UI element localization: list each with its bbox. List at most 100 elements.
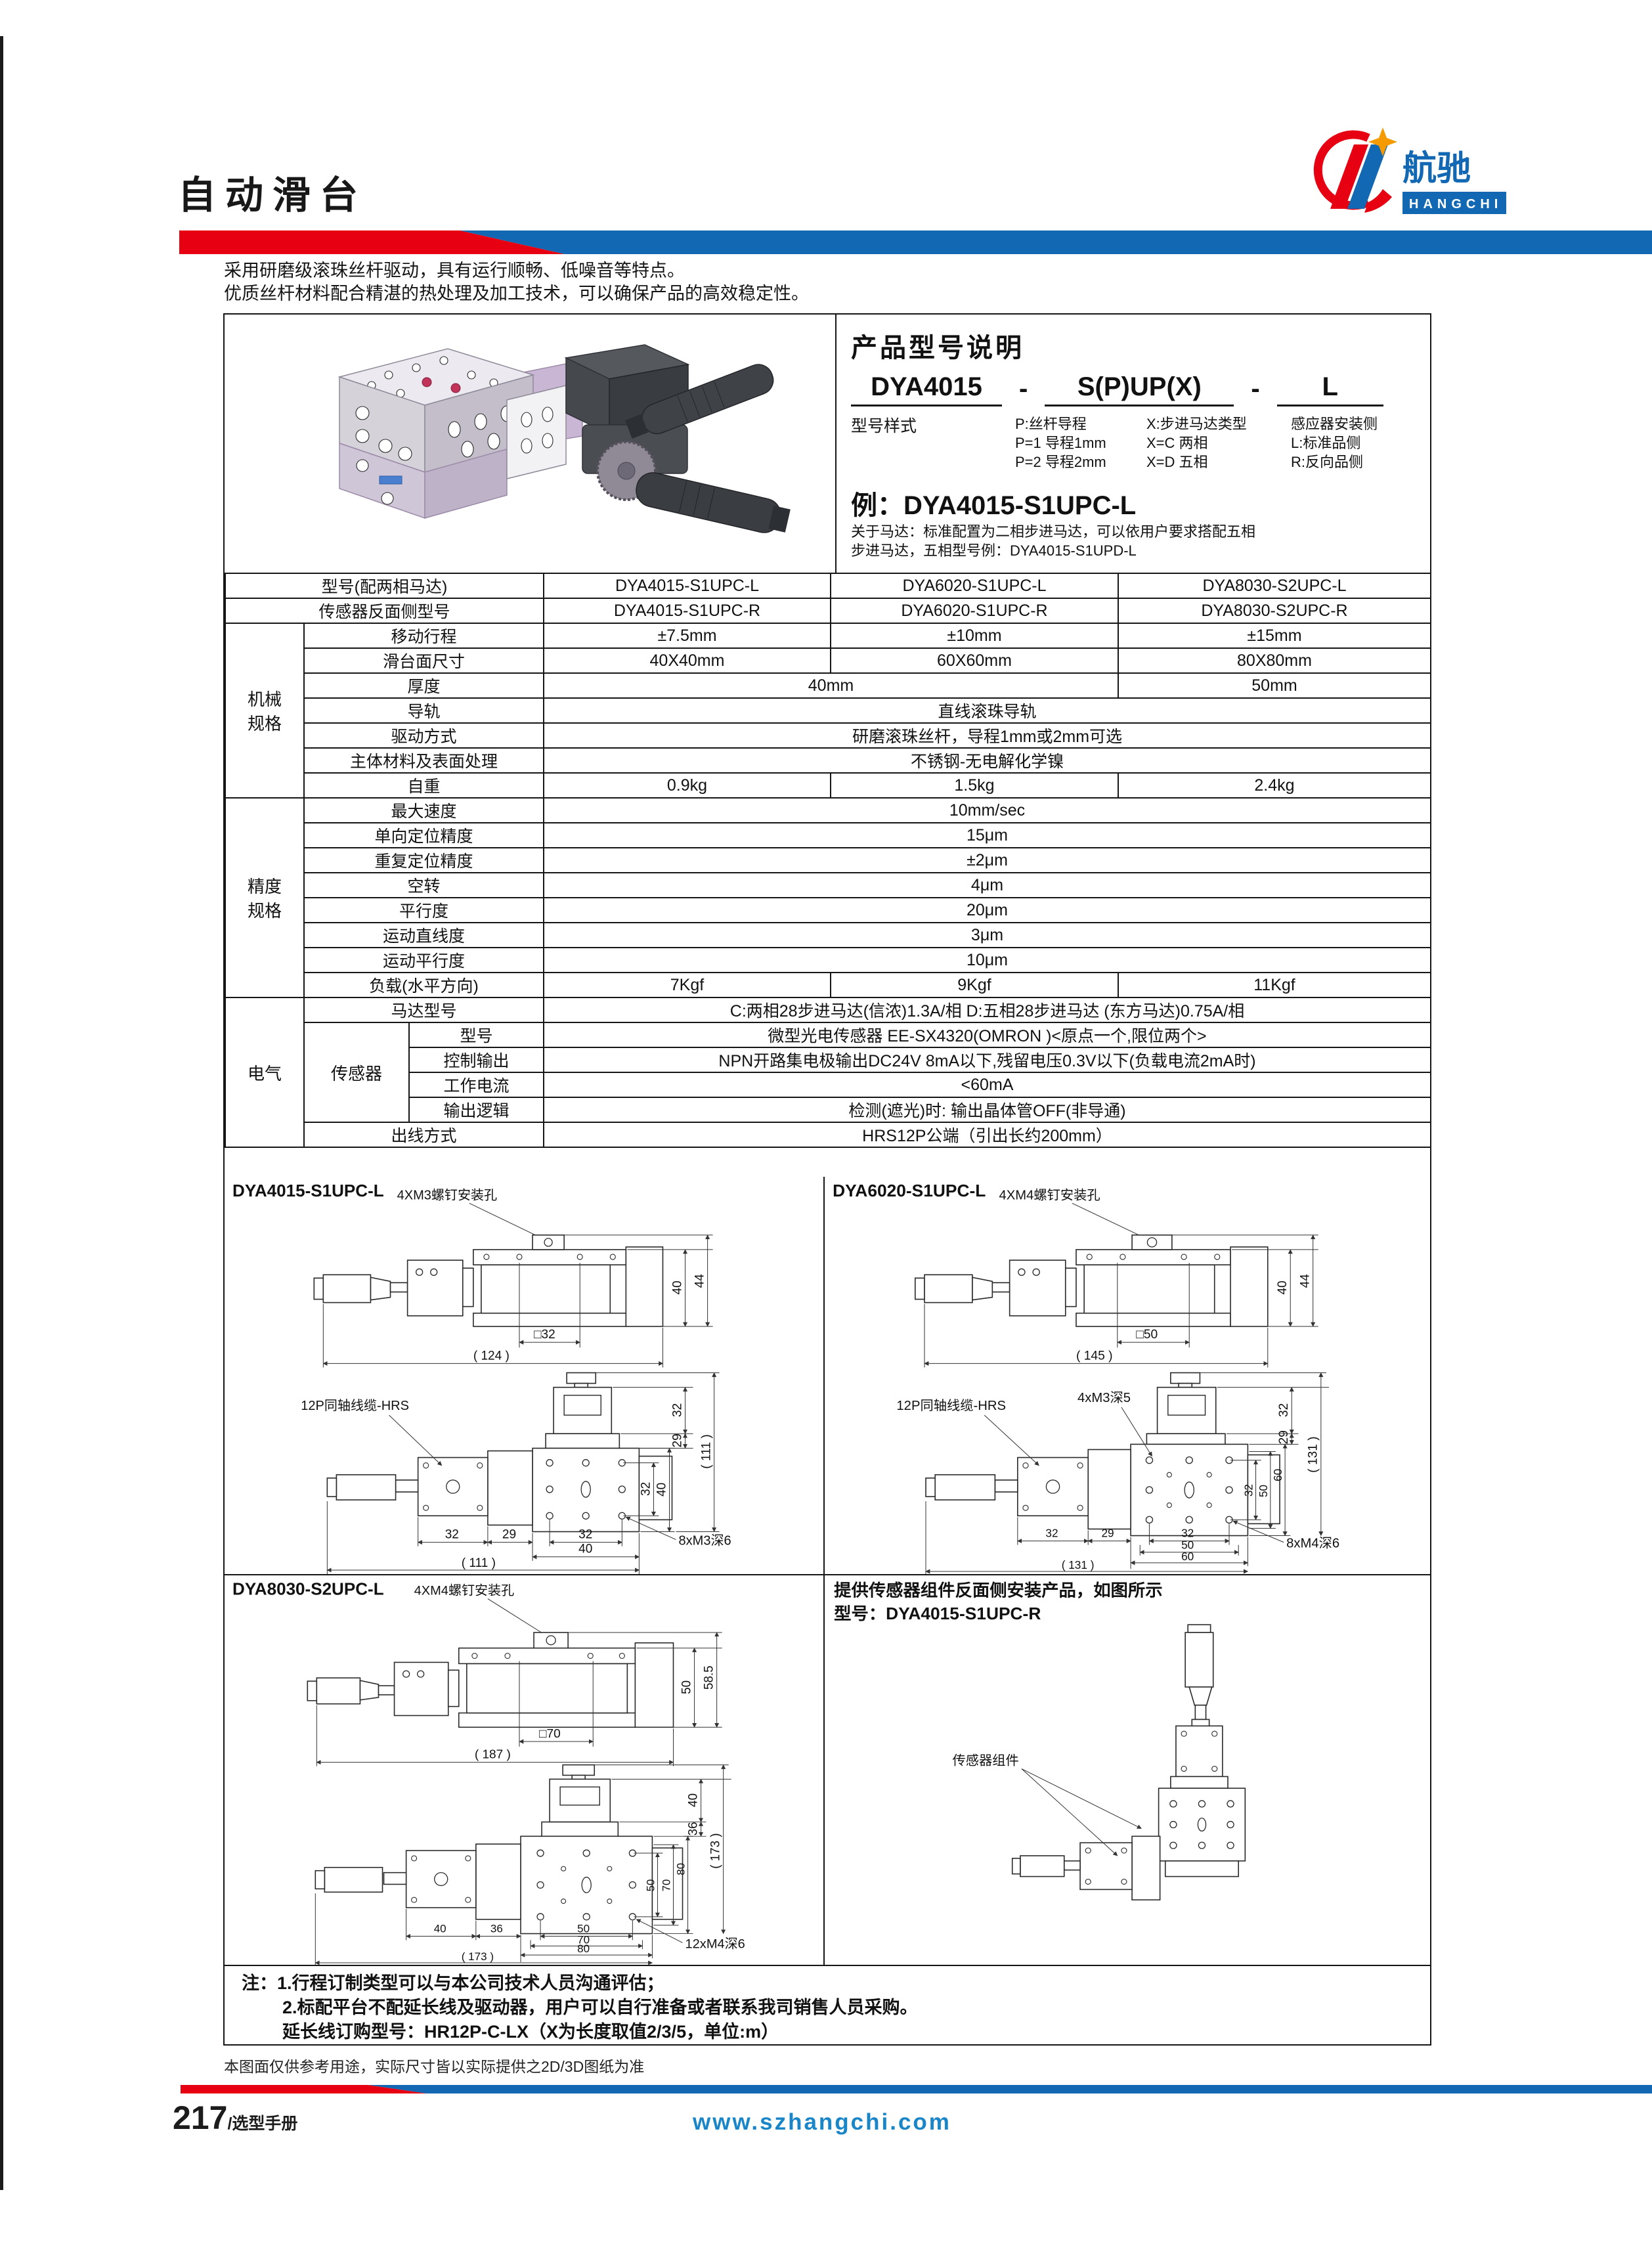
spec-label-cell: 导轨 xyxy=(303,697,544,724)
dim: ( 131 ) xyxy=(1062,1558,1095,1571)
dim: 50 xyxy=(644,1879,657,1892)
spec-row: 工作电流<60mA xyxy=(225,1072,1431,1098)
dim: 80 xyxy=(674,1863,687,1875)
spec-label-cell: 驱动方式 xyxy=(303,722,544,749)
spec-label-cell: 型号(配两相马达) xyxy=(225,573,544,599)
spec-value-cell: 3μm xyxy=(543,922,1431,948)
reverse-note-line2: 型号：DYA4015-S1UPC-R xyxy=(834,1604,1041,1624)
sensor-note: 传感器组件 xyxy=(953,1753,1019,1768)
header-banner xyxy=(179,230,1652,254)
spec-label-cell: 型号 xyxy=(408,1022,544,1048)
model-code-row: DYA4015 - S(P)UP(X) - L xyxy=(851,372,1416,406)
intro-line-1: 采用研磨级滚珠丝杆驱动，具有运行顺畅、低噪音等特点。 xyxy=(224,261,685,280)
l-line: R:反向品侧 xyxy=(1291,454,1364,470)
model-part1-label: 型号样式 xyxy=(851,417,917,435)
spec-value-cell: 40X40mm xyxy=(543,647,831,674)
spec-value-cell: 80X80mm xyxy=(1118,647,1431,674)
dim: 80 xyxy=(577,1942,590,1955)
spec-value-cell: 0.9kg xyxy=(543,772,831,799)
spec-row: 机械 规格移动行程±7.5mm±10mm±15mm xyxy=(225,623,1431,799)
model-example: 例：DYA4015-S1UPC-L xyxy=(851,491,1137,520)
intro-text: 采用研磨级滚珠丝杆驱动，具有运行顺畅、低噪音等特点。 优质丝杆材料配合精湛的热处… xyxy=(224,259,809,305)
dim: 44 xyxy=(1299,1274,1313,1288)
spec-group-cell: 机械 规格 xyxy=(225,623,305,799)
drawing-dya4015: DYA4015-S1UPC-L 4XM3螺钉安装孔 xyxy=(232,1181,731,1574)
spec-label-cell: 平行度 xyxy=(303,897,544,923)
tap-note: 8xM3深6 xyxy=(679,1533,731,1548)
dim: 50 xyxy=(577,1923,590,1935)
spec-row: 输出逻辑检测(遮光)时: 输出晶体管OFF(非导通) xyxy=(225,1097,1431,1123)
spec-label-cell: 运动直线度 xyxy=(303,922,544,948)
model-x-legend: X:步进马达类型 X=C 两相 X=D 五相 xyxy=(1146,414,1288,471)
intro-line-2: 优质丝杆材料配合精湛的热处理及加工技术，可以确保产品的高效稳定性。 xyxy=(224,284,809,303)
spec-value-cell: 9Kgf xyxy=(830,972,1119,998)
disclaimer-text: 本图面仅供参考用途，实际尺寸皆以实际提供之2D/3D图纸为准 xyxy=(224,2058,645,2075)
photo-model-divider xyxy=(835,315,837,573)
spec-value-cell: 直线滚珠导轨 xyxy=(543,697,1431,724)
spec-value-cell: 40mm xyxy=(543,672,1119,699)
dim: 60 xyxy=(1271,1469,1284,1481)
spec-label-cell: 移动行程 xyxy=(303,623,544,649)
model-code-dash2: - xyxy=(1251,374,1260,403)
spec-value-cell: 7Kgf xyxy=(543,972,831,998)
model-sublabels: 型号样式 P:丝杆导程 P=1 导程1mm P=2 导程2mm X:步进马达类型… xyxy=(851,414,1422,471)
reverse-note-line1: 提供传感器组件反面侧安装产品，如图所示 xyxy=(834,1581,1162,1600)
dim: ( 124 ) xyxy=(473,1349,510,1363)
spec-row: 重复定位精度±2μm xyxy=(225,847,1431,873)
dim: 40 xyxy=(671,1281,685,1294)
dim: □70 xyxy=(539,1727,561,1741)
spec-label-cell: 马达型号 xyxy=(303,997,544,1023)
spec-label-cell: 重复定位精度 xyxy=(303,847,544,873)
dim: 32 xyxy=(1181,1527,1194,1540)
spec-value-cell: 50mm xyxy=(1118,672,1431,699)
model-p-legend: P:丝杆导程 P=1 导程1mm P=2 导程2mm xyxy=(1015,414,1146,471)
spec-label-cell: 运动平行度 xyxy=(303,947,544,973)
dim: ( 145 ) xyxy=(1076,1349,1113,1363)
dim: 58.5 xyxy=(703,1665,716,1690)
note-line-1: 注：1.行程订制类型可以与本公司技术人员沟通评估； xyxy=(242,1973,664,1993)
l-line: L:标准品侧 xyxy=(1291,435,1361,451)
dim: 32 xyxy=(1045,1527,1058,1540)
spec-label-cell: 负载(水平方向) xyxy=(303,972,544,998)
p-line: P=2 导程2mm xyxy=(1015,454,1106,470)
drawing-label: DYA6020-S1UPC-L xyxy=(833,1181,986,1200)
spec-value-cell: HRS12P公端（引出长约200mm） xyxy=(543,1122,1431,1148)
page-number-label: /选型手册 xyxy=(227,2115,298,2133)
spec-value-cell: ±7.5mm xyxy=(543,623,831,649)
cable-note: 12P同轴线缆-HRS xyxy=(896,1398,1006,1413)
dim: 29 xyxy=(502,1528,516,1542)
note-line-3: 延长线订购型号：HR12P-C-LX（X为长度取值2/3/5，单位:m） xyxy=(282,2022,779,2042)
dim: 70 xyxy=(577,1933,590,1946)
screw-note: 4XM4螺钉安装孔 xyxy=(999,1187,1100,1202)
dim: 32 xyxy=(671,1403,685,1417)
notes-box: 注：1.行程订制类型可以与本公司技术人员沟通评估； 2.标配平台不配延长线及驱动… xyxy=(225,1965,1430,2046)
dim: 40 xyxy=(434,1923,446,1935)
spec-value-cell: ±10mm xyxy=(830,623,1119,649)
dim: 40 xyxy=(655,1483,669,1497)
spec-label-cell: 工作电流 xyxy=(408,1072,544,1098)
plan-view xyxy=(925,1372,1280,1537)
reverse-product-view xyxy=(1011,1624,1246,1900)
dim: 44 xyxy=(693,1274,707,1288)
p-line: P=1 导程1mm xyxy=(1015,435,1106,451)
spec-value-cell: ±2μm xyxy=(543,847,1431,873)
dim: 60 xyxy=(1181,1550,1194,1563)
footer-website: www.szhangchi.com xyxy=(693,2109,951,2135)
logo-name-bar xyxy=(1402,192,1506,214)
spec-value-cell: 60X60mm xyxy=(830,647,1119,674)
spec-value-cell: 不锈钢-无电解化学镍 xyxy=(543,747,1431,774)
plan-view xyxy=(315,1764,684,1935)
elevation-view xyxy=(914,1234,1269,1327)
dim: 36 xyxy=(490,1923,503,1935)
